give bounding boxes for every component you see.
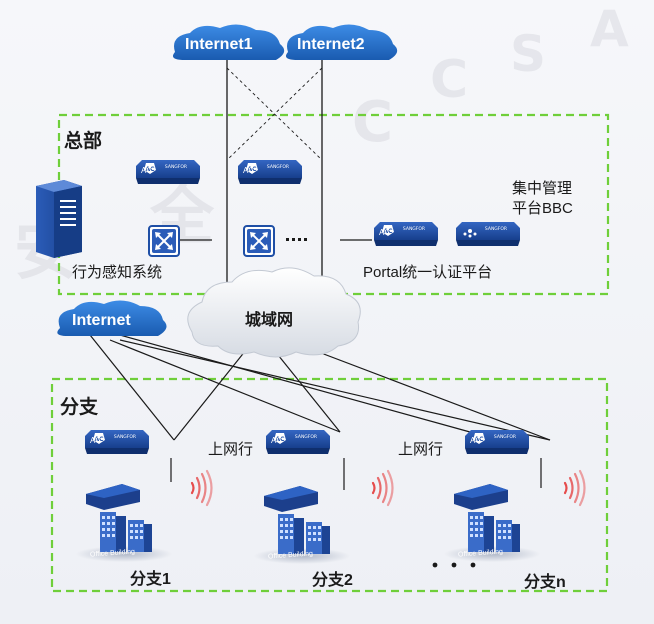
branch-stubs bbox=[170, 458, 542, 490]
branch-title: 分支 bbox=[60, 397, 99, 418]
internet1-cloud bbox=[172, 24, 285, 61]
bbc-label-line2: 平台BBC bbox=[512, 200, 573, 217]
behavior-server-icon bbox=[36, 180, 82, 258]
portal-label: Portal统一认证平台 bbox=[363, 264, 493, 281]
switch-left-icon bbox=[148, 225, 180, 257]
bbc-device-icon: SANGFOR bbox=[456, 222, 520, 246]
internet-branch-cloud bbox=[57, 300, 167, 336]
man-label: 城域网 bbox=[245, 312, 294, 329]
internet2-label: Internet2 bbox=[297, 36, 365, 53]
behavior-system-label: 行为感知系统 bbox=[72, 264, 163, 281]
branch-mesh bbox=[89, 334, 551, 441]
branchn-net-label: 上网行 bbox=[398, 441, 444, 458]
portal-ac-label: AC bbox=[379, 228, 391, 237]
branch2-wifi-icon bbox=[371, 469, 394, 507]
watermark-char: C bbox=[430, 50, 469, 110]
internet1-label: Internet1 bbox=[185, 36, 253, 53]
hq-ac-center-label: AC bbox=[243, 166, 255, 175]
switch-center-icon bbox=[243, 225, 275, 257]
branch1-wifi-icon bbox=[190, 469, 213, 507]
hq-dots bbox=[286, 238, 307, 241]
branch1-ac-label: AC bbox=[90, 436, 102, 445]
branch2-label: 分支2 bbox=[312, 572, 353, 589]
watermark-char: A bbox=[590, 0, 629, 58]
internet-branch-label: Internet bbox=[72, 312, 131, 329]
branch-boundary bbox=[50, 377, 609, 593]
branch2-ac-label: AC bbox=[271, 436, 283, 445]
bbc-label-line1: 集中管理 bbox=[512, 180, 573, 197]
cross-links bbox=[226, 67, 323, 161]
branch-ellipsis bbox=[432, 562, 476, 568]
hq-title: 总部 bbox=[64, 131, 103, 152]
man-cloud bbox=[187, 267, 361, 358]
uplink-lines bbox=[226, 60, 323, 305]
svg-text:SANGFOR: SANGFOR bbox=[485, 226, 507, 232]
branchn-wifi-icon bbox=[563, 469, 586, 507]
internet2-cloud bbox=[285, 24, 398, 61]
branchn-label: 分支n bbox=[524, 574, 566, 591]
branchn-ac-label: AC bbox=[470, 436, 482, 445]
hq-ac-left-label: AC bbox=[141, 166, 153, 175]
watermark-char: S bbox=[510, 25, 547, 83]
branch1-label: 分支1 bbox=[130, 571, 171, 588]
branch2-net-label: 上网行 bbox=[208, 441, 254, 458]
watermark-char: C bbox=[352, 90, 394, 155]
